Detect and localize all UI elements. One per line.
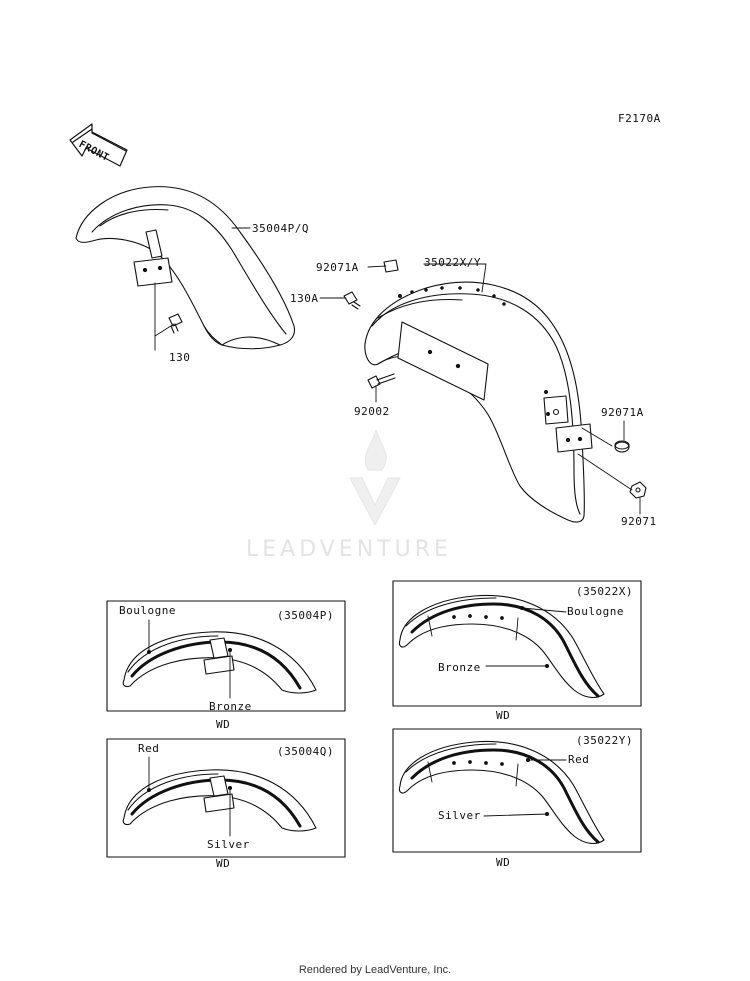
variant-caption: WD <box>496 856 511 869</box>
callout-cap-right: 92071A <box>601 406 644 419</box>
stripe-bottom-label: Bronze <box>209 700 252 713</box>
variant-caption: WD <box>216 857 231 870</box>
front-fender-drawing <box>75 186 296 350</box>
footer-credit: Rendered by LeadVenture, Inc. <box>298 964 452 976</box>
stripe-top-label: Red <box>568 753 590 766</box>
stripe-bottom-label: Bronze <box>438 661 481 674</box>
leadventure-watermark-logo <box>349 429 401 526</box>
variant-code: (35004Q) <box>277 745 334 758</box>
callout-bolt-130a: 130A <box>290 292 319 305</box>
variant-code: (35004P) <box>277 609 334 622</box>
variant-box-35004p <box>106 600 346 712</box>
callout-cap-top: 92071A <box>316 261 359 274</box>
callout-rear-fender: 35022X/Y <box>424 256 481 269</box>
variant-code: (35022X) <box>576 585 633 598</box>
callout-front-bolt: 130 <box>169 351 191 364</box>
cap-92071a-right-drawing <box>614 440 630 453</box>
leader-lines <box>154 227 641 515</box>
rear-fender-drawing <box>364 281 593 523</box>
bolt-130-drawing <box>168 313 183 334</box>
variant-box-35022y <box>392 728 642 853</box>
diagram-code: F2170A <box>618 112 661 125</box>
bolt-92002-drawing <box>367 373 396 389</box>
variant-code: (35022Y) <box>576 734 633 747</box>
stripe-top-label: Boulogne <box>119 604 176 617</box>
variant-box-35022x <box>392 580 642 707</box>
nut-92071-drawing <box>629 481 647 499</box>
bolt-130a-drawing <box>343 291 361 310</box>
variant-caption: WD <box>496 709 511 722</box>
variant-box-35004q <box>106 738 346 858</box>
stripe-bottom-label: Silver <box>207 838 250 851</box>
cap-92071a-top-drawing <box>383 259 399 273</box>
callout-bolt-92002: 92002 <box>354 405 390 418</box>
variant-caption: WD <box>216 718 231 731</box>
stripe-bottom-label: Silver <box>438 809 481 822</box>
stripe-top-label: Boulogne <box>567 605 624 618</box>
stripe-top-label: Red <box>138 742 160 755</box>
watermark-text: LEADVENTURE <box>246 537 452 562</box>
callout-nut-92071: 92071 <box>621 515 657 528</box>
callout-front-fender: 35004P/Q <box>252 222 309 235</box>
front-arrow-icon <box>69 123 128 167</box>
